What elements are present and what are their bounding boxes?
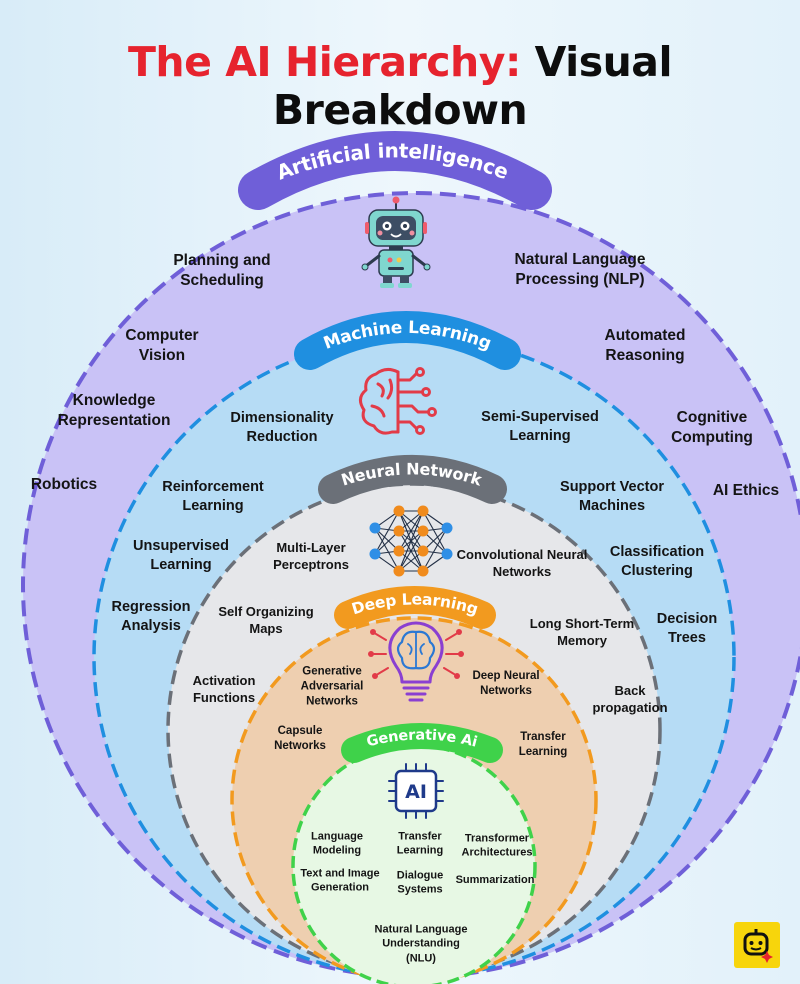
gen-pill: Generative Ai bbox=[341, 723, 503, 763]
nn-pill: Neural Network bbox=[318, 455, 507, 504]
neural-network-icon bbox=[369, 505, 453, 577]
page-title: The AI Hierarchy: Visual Breakdown bbox=[0, 38, 800, 134]
ai-item-robotics: Robotics bbox=[30, 475, 98, 493]
brain-lightbulb-icon bbox=[368, 621, 464, 702]
gen-pill-label: Generative Ai bbox=[365, 727, 479, 750]
circuit-brain-icon bbox=[359, 367, 437, 435]
title-accent: The AI Hierarchy: bbox=[127, 38, 521, 86]
dl-pill: Deep Learning bbox=[334, 586, 496, 629]
ai-chip-label: AI bbox=[405, 781, 427, 803]
ai-chip-icon: AI bbox=[388, 763, 444, 819]
ai-item-ethics: AI Ethics bbox=[712, 481, 780, 499]
ai-pill: Artificial intelligence bbox=[238, 131, 552, 210]
ml-pill: Machine Learning bbox=[294, 311, 521, 370]
svg-text:Generative Ai: Generative Ai bbox=[365, 727, 479, 750]
title-rest: Visual Breakdown bbox=[272, 38, 673, 134]
robot-icon bbox=[361, 196, 431, 288]
chat-bot-logo-icon bbox=[734, 922, 780, 968]
gen-item-summarization: Summarization bbox=[455, 873, 535, 886]
